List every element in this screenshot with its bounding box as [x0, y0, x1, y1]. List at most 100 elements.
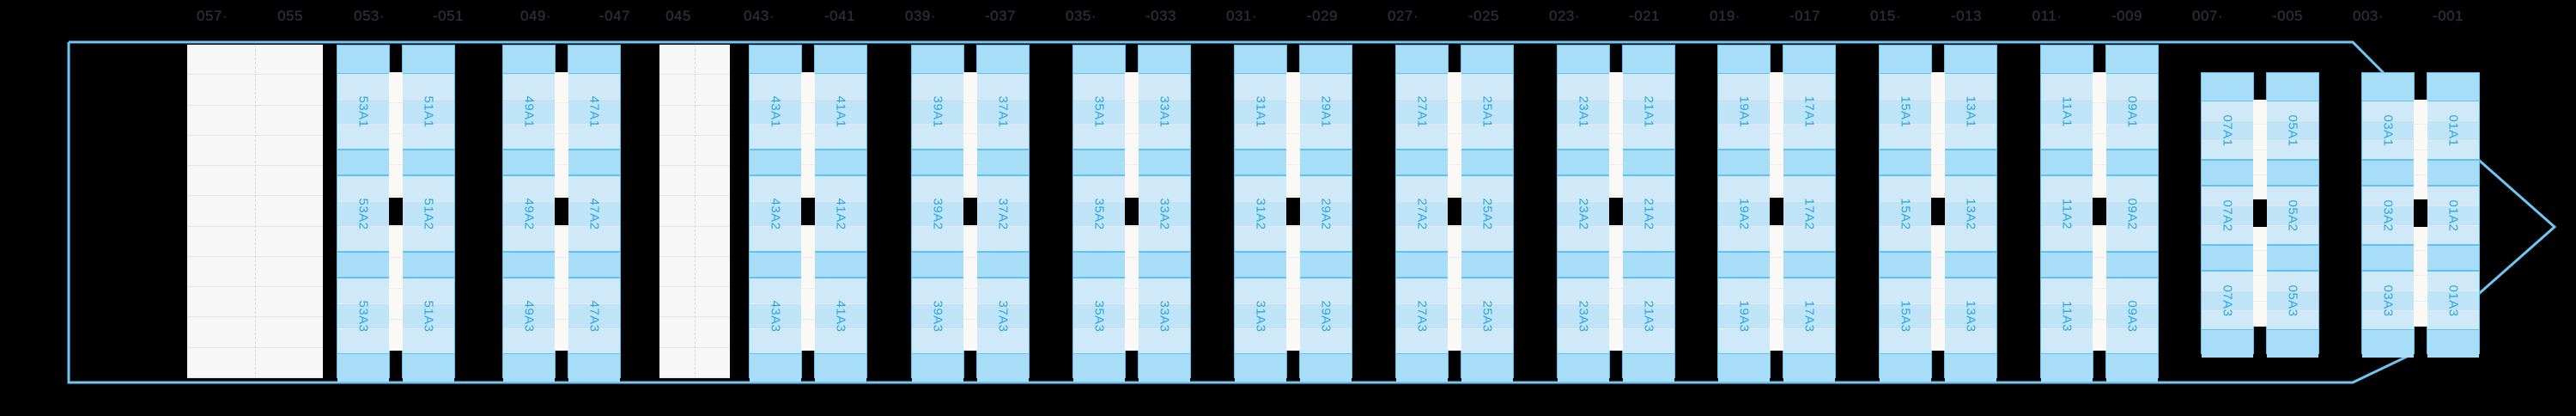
bay-column-03[interactable]: 03A1 03A2 03A3	[2361, 72, 2415, 358]
group-23-21[interactable]: 23A1 23A2 23A3 21A1 21A2 21A3	[1557, 45, 1675, 382]
tier-cell-37A1[interactable]: 37A1	[977, 73, 1029, 150]
tier-cell-07A3[interactable]: 07A3	[2202, 271, 2253, 330]
tier-cell-37A3[interactable]: 37A3	[977, 278, 1029, 354]
tier-cell-11A2[interactable]: 11A2	[2041, 175, 2093, 252]
tier-cell-47A2[interactable]: 47A2	[568, 175, 620, 252]
tier-cell-09A2[interactable]: 09A2	[2106, 175, 2158, 252]
tier-cell-23A1[interactable]: 23A1	[1558, 73, 1609, 150]
tier-cell-01A1[interactable]: 01A1	[2427, 101, 2479, 160]
bay-column-21[interactable]: 21A1 21A2 21A3	[1622, 45, 1675, 382]
tier-cell-15A3[interactable]: 15A3	[1880, 278, 1931, 354]
tier-cell-35A2[interactable]: 35A2	[1073, 175, 1125, 252]
tier-cell-31A2[interactable]: 31A2	[1235, 175, 1286, 252]
tier-cell-13A1[interactable]: 13A1	[1945, 73, 1996, 150]
tier-cell-35A3[interactable]: 35A3	[1073, 278, 1125, 354]
tier-cell-49A2[interactable]: 49A2	[503, 175, 555, 252]
tier-cell-37A2[interactable]: 37A2	[977, 175, 1029, 252]
bay-column-25[interactable]: 25A1 25A2 25A3	[1461, 45, 1514, 382]
bay-column-43[interactable]: 43A1 43A2 43A3	[749, 45, 802, 382]
bay-column-27[interactable]: 27A1 27A2 27A3	[1395, 45, 1449, 382]
bay-column-23[interactable]: 23A1 23A2 23A3	[1557, 45, 1610, 382]
tier-cell-19A3[interactable]: 19A3	[1718, 278, 1770, 354]
tier-cell-01A3[interactable]: 01A3	[2427, 271, 2479, 330]
tier-cell-17A3[interactable]: 17A3	[1783, 278, 1835, 354]
tier-cell-39A2[interactable]: 39A2	[912, 175, 963, 252]
tier-cell-05A1[interactable]: 05A1	[2267, 101, 2318, 160]
tier-cell-27A1[interactable]: 27A1	[1396, 73, 1448, 150]
tier-cell-15A1[interactable]: 15A1	[1880, 73, 1931, 150]
tier-cell-13A3[interactable]: 13A3	[1945, 278, 1996, 354]
tier-cell-15A2[interactable]: 15A2	[1880, 175, 1931, 252]
bay-column-15[interactable]: 15A1 15A2 15A3	[1879, 45, 1932, 382]
tier-cell-47A3[interactable]: 47A3	[568, 278, 620, 354]
tier-cell-17A2[interactable]: 17A2	[1783, 175, 1835, 252]
tier-cell-47A1[interactable]: 47A1	[568, 73, 620, 150]
bay-column-01[interactable]: 01A1 01A2 01A3	[2427, 72, 2480, 358]
tier-cell-05A3[interactable]: 05A3	[2267, 271, 2318, 330]
tier-cell-09A3[interactable]: 09A3	[2106, 278, 2158, 354]
tier-cell-05A2[interactable]: 05A2	[2267, 186, 2318, 245]
tier-cell-35A1[interactable]: 35A1	[1073, 73, 1125, 150]
tier-cell-53A3[interactable]: 53A3	[337, 278, 389, 354]
tier-cell-51A1[interactable]: 51A1	[403, 73, 454, 150]
bay-column-05[interactable]: 05A1 05A2 05A3	[2266, 72, 2319, 358]
bay-column-35[interactable]: 35A1 35A2 35A3	[1072, 45, 1126, 382]
tier-cell-23A3[interactable]: 23A3	[1558, 278, 1609, 354]
tier-cell-17A1[interactable]: 17A1	[1783, 73, 1835, 150]
bay-column-53[interactable]: 53A1 53A2 53A3	[337, 45, 390, 382]
bay-column-17[interactable]: 17A1 17A2 17A3	[1783, 45, 1836, 382]
tier-cell-03A3[interactable]: 03A3	[2362, 271, 2414, 330]
tier-cell-19A2[interactable]: 19A2	[1718, 175, 1770, 252]
tier-cell-31A1[interactable]: 31A1	[1235, 73, 1286, 150]
tier-cell-49A3[interactable]: 49A3	[503, 278, 555, 354]
tier-cell-23A2[interactable]: 23A2	[1558, 175, 1609, 252]
tier-cell-27A2[interactable]: 27A2	[1396, 175, 1448, 252]
bay-column-07[interactable]: 07A1 07A2 07A3	[2201, 72, 2254, 358]
tier-cell-51A3[interactable]: 51A3	[403, 278, 454, 354]
tier-cell-33A1[interactable]: 33A1	[1139, 73, 1190, 150]
bay-column-37[interactable]: 37A1 37A2 37A3	[976, 45, 1030, 382]
bay-column-13[interactable]: 13A1 13A2 13A3	[1944, 45, 1997, 382]
tier-cell-13A2[interactable]: 13A2	[1945, 175, 1996, 252]
tier-cell-09A1[interactable]: 09A1	[2106, 73, 2158, 150]
tier-cell-25A2[interactable]: 25A2	[1461, 175, 1513, 252]
tier-cell-53A2[interactable]: 53A2	[337, 175, 389, 252]
tier-cell-41A1[interactable]: 41A1	[815, 73, 866, 150]
tier-cell-01A2[interactable]: 01A2	[2427, 186, 2479, 245]
bay-column-19[interactable]: 19A1 19A2 19A3	[1717, 45, 1771, 382]
tier-cell-41A2[interactable]: 41A2	[815, 175, 866, 252]
group-15-13[interactable]: 15A1 15A2 15A3 13A1 13A2 13A3	[1879, 45, 1997, 382]
tier-cell-11A1[interactable]: 11A1	[2041, 73, 2093, 150]
tier-cell-33A3[interactable]: 33A3	[1139, 278, 1190, 354]
group-07-05[interactable]: 07A1 07A2 07A3 05A1 05A2 05A3	[2201, 72, 2319, 358]
tier-cell-43A3[interactable]: 43A3	[750, 278, 801, 354]
tier-cell-21A2[interactable]: 21A2	[1623, 175, 1674, 252]
tier-cell-21A3[interactable]: 21A3	[1623, 278, 1674, 354]
tier-cell-25A1[interactable]: 25A1	[1461, 73, 1513, 150]
tier-cell-03A1[interactable]: 03A1	[2362, 101, 2414, 160]
bay-column-09[interactable]: 09A1 09A2 09A3	[2105, 45, 2159, 382]
tier-cell-53A1[interactable]: 53A1	[337, 73, 389, 150]
tier-cell-07A1[interactable]: 07A1	[2202, 101, 2253, 160]
tier-cell-03A2[interactable]: 03A2	[2362, 186, 2414, 245]
tier-cell-27A3[interactable]: 27A3	[1396, 278, 1448, 354]
tier-cell-25A3[interactable]: 25A3	[1461, 278, 1513, 354]
tier-cell-19A1[interactable]: 19A1	[1718, 73, 1770, 150]
tier-cell-43A1[interactable]: 43A1	[750, 73, 801, 150]
tier-cell-21A1[interactable]: 21A1	[1623, 73, 1674, 150]
bay-column-47[interactable]: 47A1 47A2 47A3	[568, 45, 621, 382]
tier-cell-43A2[interactable]: 43A2	[750, 175, 801, 252]
bay-045-empty-grid[interactable]	[659, 45, 730, 378]
tier-cell-07A2[interactable]: 07A2	[2202, 186, 2253, 245]
